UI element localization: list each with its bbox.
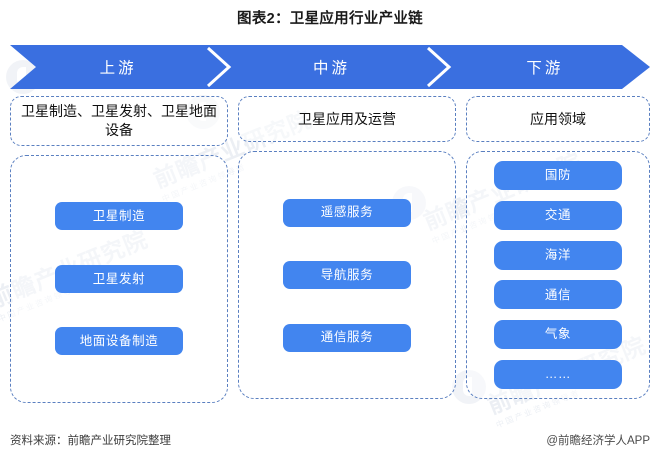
value-chain-columns: 卫星制造、卫星发射、卫星地面设备 卫星制造 卫星发射 地面设备制造 卫星应用及运… bbox=[10, 96, 650, 403]
node-midstream-3[interactable]: 通信服务 bbox=[283, 323, 411, 352]
column-body-upstream: 卫星制造 卫星发射 地面设备制造 bbox=[10, 154, 228, 403]
footer: 资料来源：前瞻产业研究院整理 @前瞻经济学人APP bbox=[10, 432, 650, 448]
chart-title: 图表2：卫星应用行业产业链 bbox=[237, 11, 423, 27]
node-downstream-5[interactable]: 气象 bbox=[494, 320, 622, 350]
banner-label-downstream: 下游 bbox=[526, 60, 564, 77]
node-upstream-1[interactable]: 卫星制造 bbox=[55, 202, 183, 231]
column-header-upstream: 卫星制造、卫星发射、卫星地面设备 bbox=[10, 96, 228, 146]
node-downstream-6[interactable]: …… bbox=[494, 359, 622, 389]
banner-label-midstream: 中游 bbox=[312, 60, 350, 77]
node-midstream-1[interactable]: 遥感服务 bbox=[283, 198, 411, 227]
node-downstream-2[interactable]: 交通 bbox=[494, 200, 622, 230]
column-header-downstream: 应用领域 bbox=[466, 96, 650, 142]
node-midstream-2[interactable]: 导航服务 bbox=[283, 261, 411, 289]
node-upstream-3[interactable]: 地面设备制造 bbox=[55, 327, 183, 356]
column-upstream: 卫星制造、卫星发射、卫星地面设备 卫星制造 卫星发射 地面设备制造 bbox=[10, 96, 228, 403]
source-note: 资料来源：前瞻产业研究院整理 bbox=[10, 435, 171, 447]
node-upstream-2[interactable]: 卫星发射 bbox=[55, 264, 183, 293]
banner-segment-upstream[interactable]: 上游 bbox=[10, 45, 223, 89]
banner-segment-downstream[interactable]: 下游 bbox=[437, 45, 650, 89]
column-body-downstream: 国防 交通 海洋 通信 气象 …… bbox=[466, 151, 650, 399]
column-downstream: 应用领域 国防 交通 海洋 通信 气象 …… bbox=[466, 96, 650, 403]
value-chain-banner: 上游 中游 下游 bbox=[10, 45, 650, 89]
column-header-midstream: 卫星应用及运营 bbox=[238, 96, 456, 142]
banner-shape bbox=[10, 45, 650, 89]
node-downstream-4[interactable]: 通信 bbox=[494, 280, 622, 310]
column-midstream: 卫星应用及运营 遥感服务 导航服务 通信服务 bbox=[238, 96, 456, 403]
chevron-separator-2 bbox=[426, 46, 452, 88]
banner-segment-midstream[interactable]: 中游 bbox=[223, 45, 436, 89]
chevron-separator-1 bbox=[206, 46, 232, 88]
banner-label-upstream: 上游 bbox=[99, 60, 137, 77]
node-downstream-3[interactable]: 海洋 bbox=[494, 240, 622, 270]
node-downstream-1[interactable]: 国防 bbox=[494, 161, 622, 190]
column-body-midstream: 遥感服务 导航服务 通信服务 bbox=[238, 151, 456, 399]
brand-credit: @前瞻经济学人APP bbox=[546, 435, 650, 447]
